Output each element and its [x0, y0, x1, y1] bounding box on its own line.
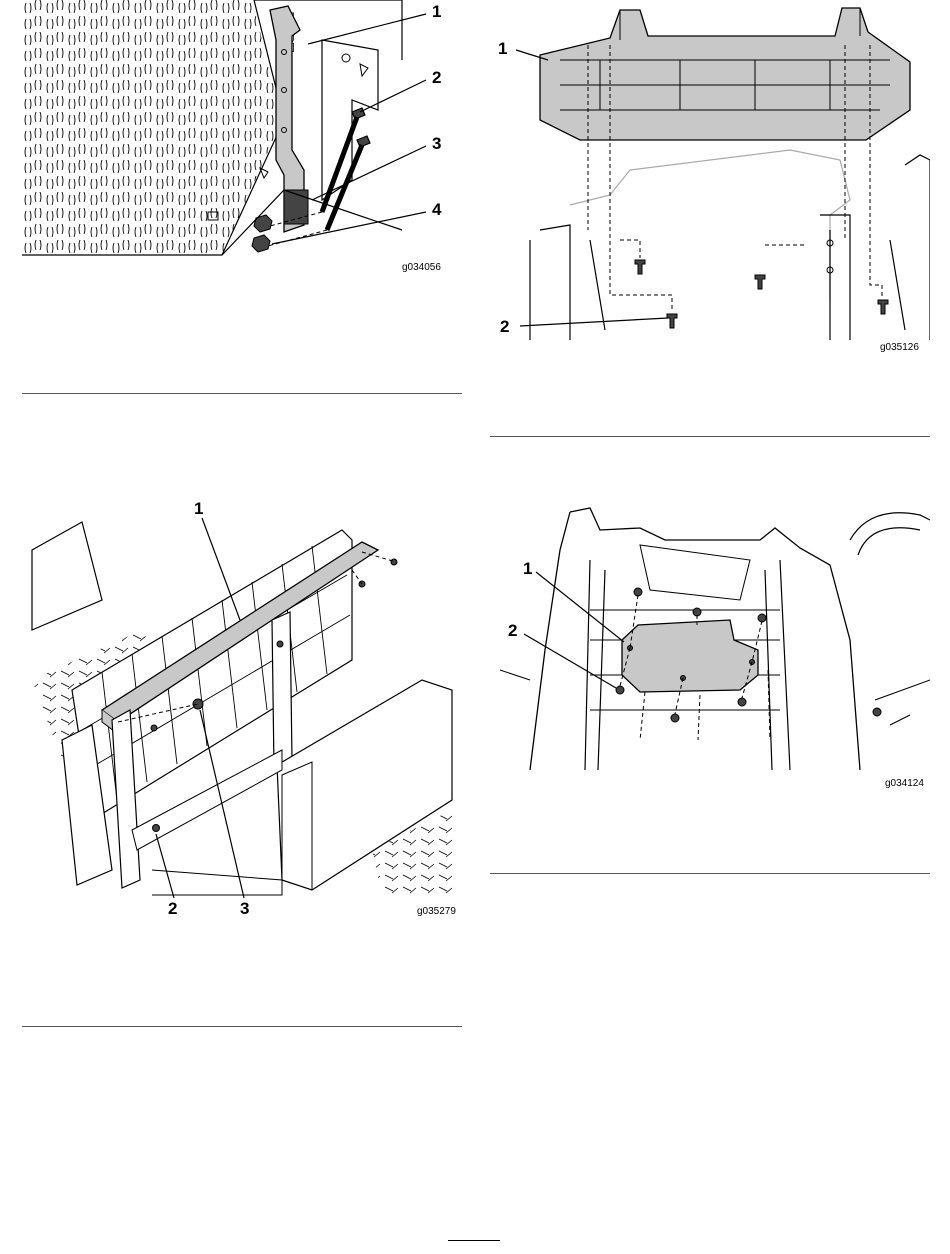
callout-1: 1 — [523, 560, 532, 577]
callout-2: 2 — [432, 69, 441, 86]
plate-removal-illustration — [490, 500, 930, 800]
callout-2: 2 — [508, 622, 517, 639]
seat-removal-illustration — [490, 0, 930, 360]
bracket-bolts-illustration: NORT — [22, 0, 462, 290]
callout-2: 2 — [168, 900, 177, 917]
callout-4: 4 — [432, 201, 441, 218]
callout-3: 3 — [432, 135, 441, 152]
figure-code: g035279 — [417, 906, 456, 917]
callout-1: 1 — [432, 3, 441, 20]
figure-code: g034124 — [885, 778, 924, 789]
figure-plate-removal: 1 2 g034124 — [490, 500, 930, 800]
figure-seat-removal: 1 2 g035126 — [490, 0, 930, 360]
callout-1: 1 — [498, 40, 507, 57]
section-divider — [490, 436, 930, 437]
figure-bracket-bolts: NORT — [22, 0, 462, 290]
callout-2: 2 — [500, 318, 509, 335]
section-divider — [490, 873, 930, 874]
figure-code: g035126 — [880, 342, 919, 353]
section-divider — [22, 393, 462, 394]
page-number-rule — [448, 1240, 500, 1241]
rail-assembly-illustration — [22, 500, 462, 930]
figure-rail-assembly: 1 2 3 g035279 — [22, 500, 462, 930]
figure-code: g034056 — [402, 262, 441, 273]
section-divider — [22, 1026, 462, 1027]
callout-1: 1 — [194, 500, 203, 517]
callout-3: 3 — [240, 900, 249, 917]
